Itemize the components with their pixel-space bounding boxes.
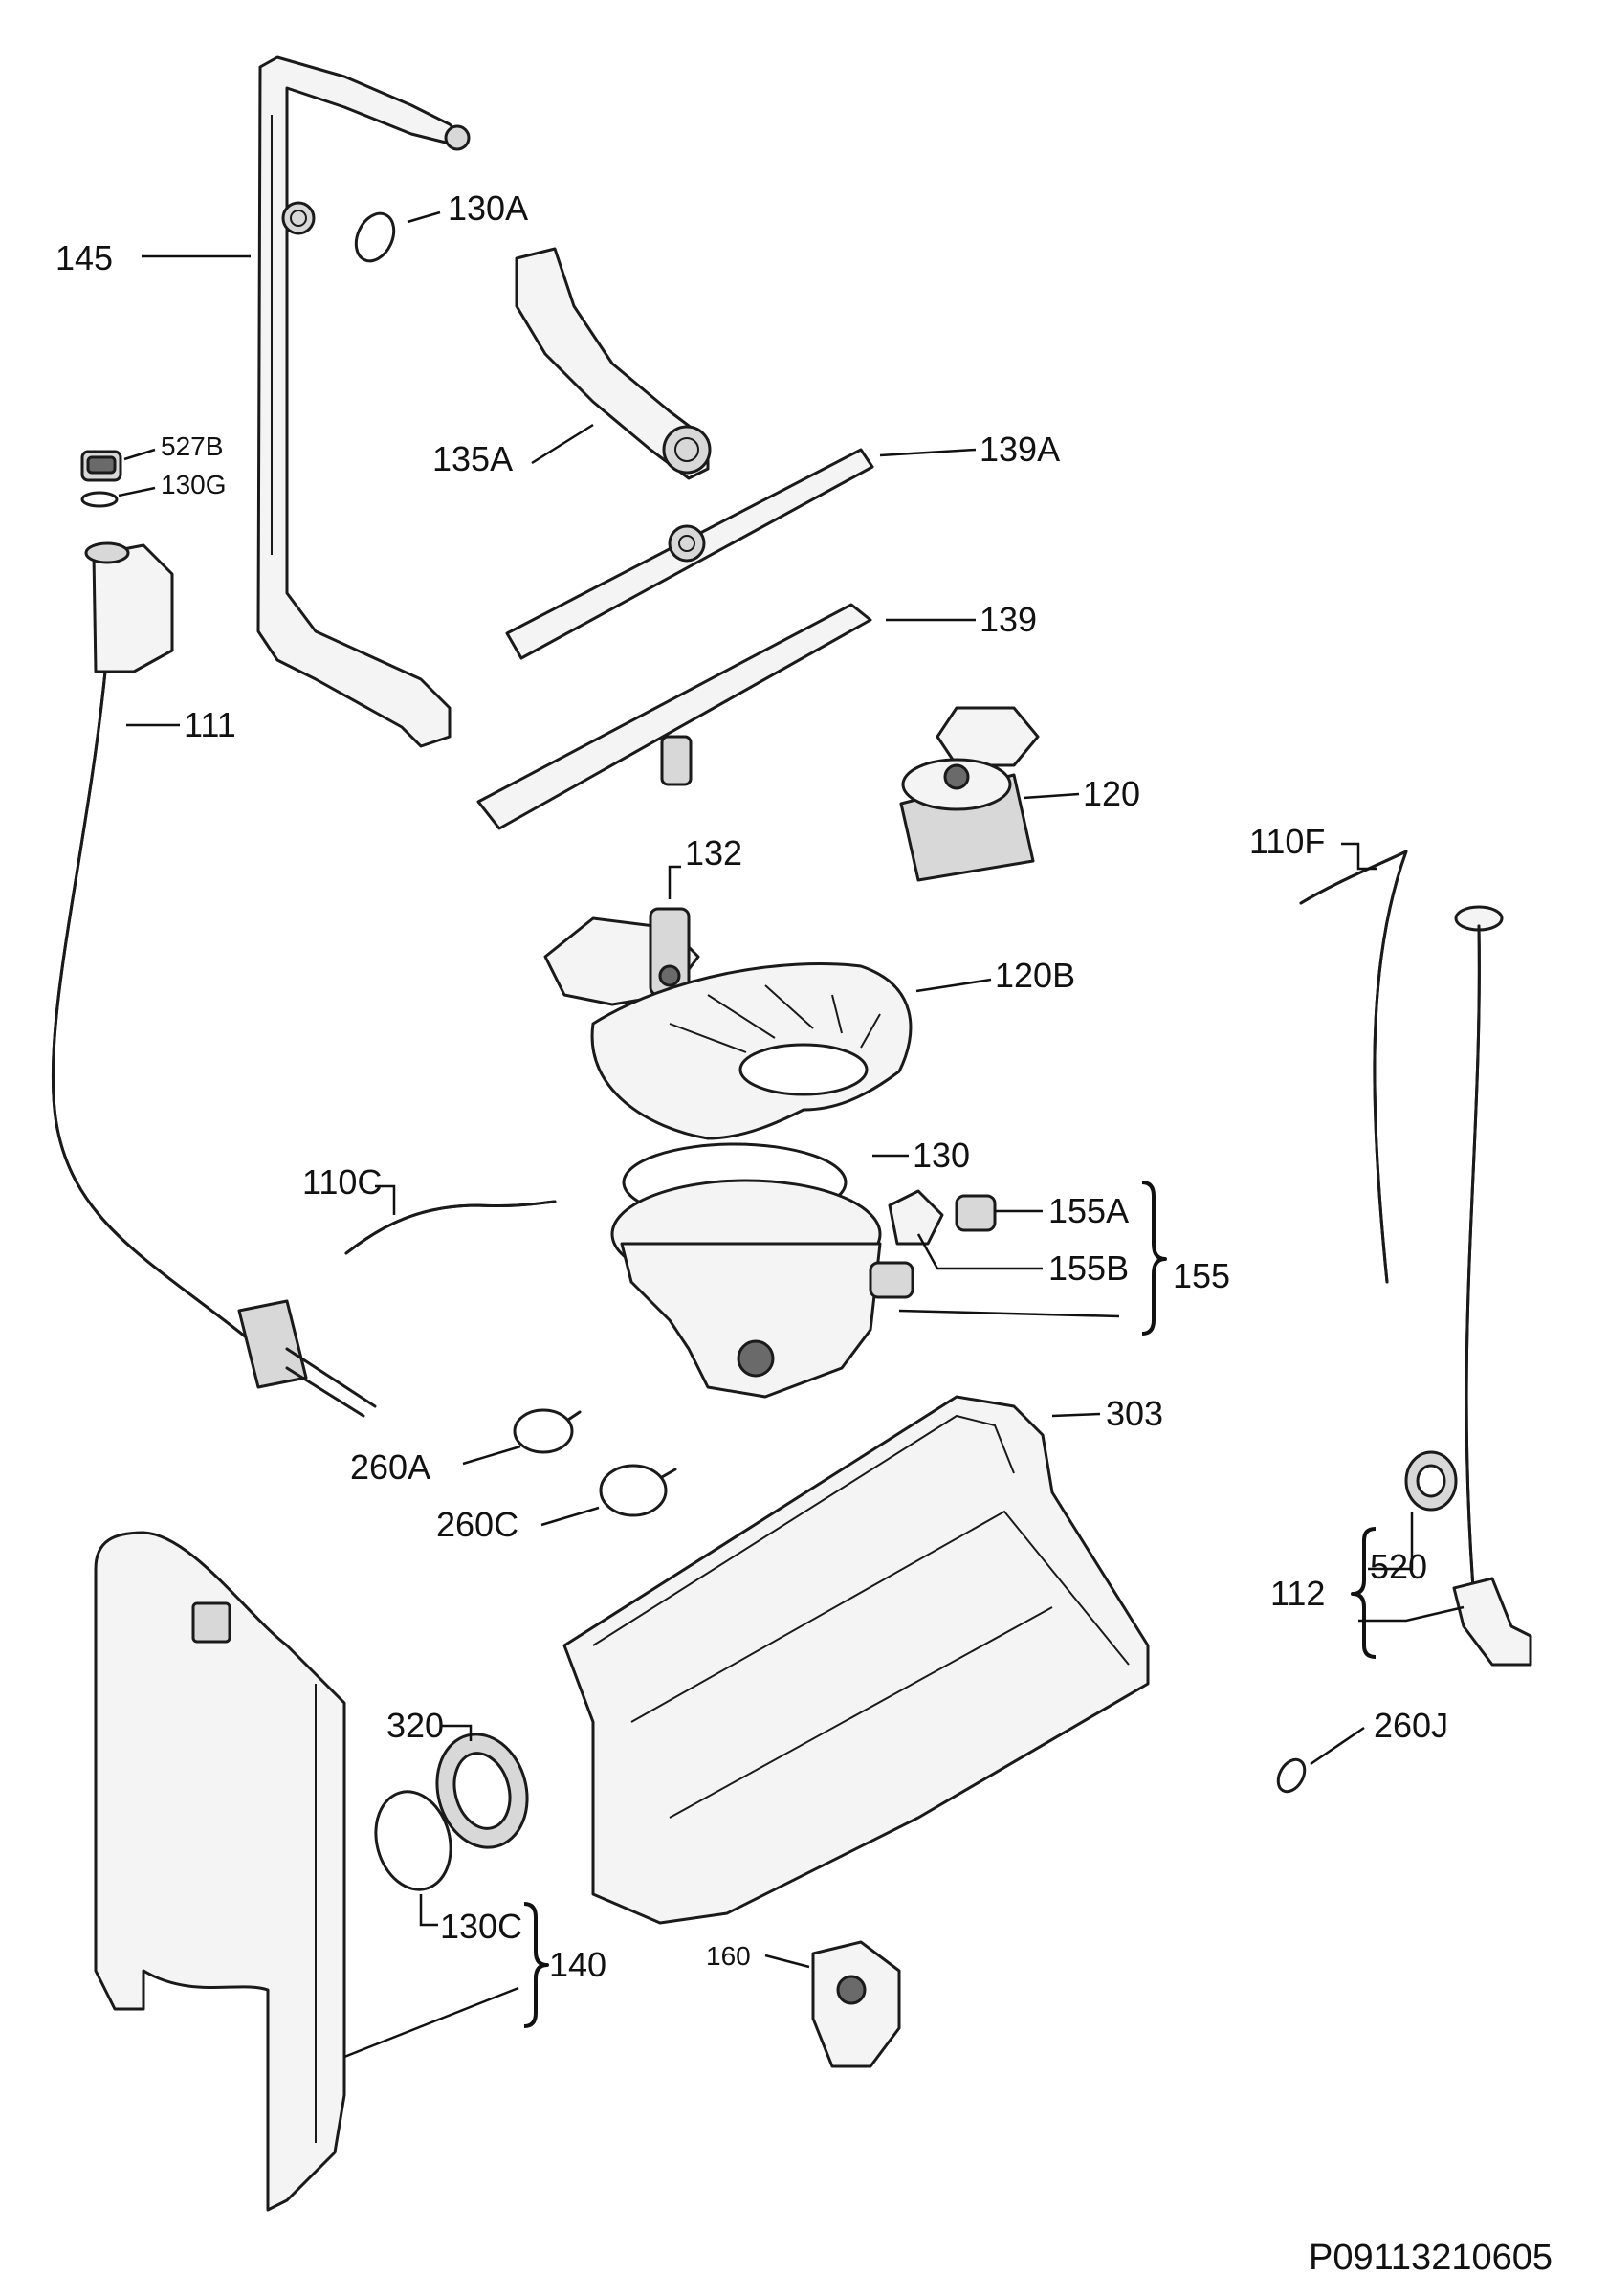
label-160: 160 xyxy=(706,1941,751,1971)
part-110C-hose[interactable] xyxy=(344,1200,557,1255)
brace-155 xyxy=(1141,1181,1167,1336)
label-320: 320 xyxy=(386,1706,444,1745)
label-155: 155 xyxy=(1173,1256,1230,1295)
part-139A-upper-spray-arm[interactable] xyxy=(505,448,874,660)
label-112: 112 xyxy=(1270,1574,1325,1613)
label-120B: 120B xyxy=(995,956,1075,995)
label-139: 139 xyxy=(980,600,1037,639)
part-145-spray-pipe[interactable] xyxy=(256,55,471,748)
label-130A: 130A xyxy=(448,188,528,228)
label-132: 132 xyxy=(685,833,742,872)
part-120B-filter-plate[interactable] xyxy=(590,962,913,1140)
part-527B-nut[interactable] xyxy=(80,450,122,482)
label-130C: 130C xyxy=(440,1907,522,1946)
label-139A: 139A xyxy=(980,430,1060,469)
part-155A-connector[interactable] xyxy=(955,1194,997,1232)
label-527B: 527B xyxy=(161,431,223,461)
label-130: 130 xyxy=(913,1136,970,1175)
label-303: 303 xyxy=(1106,1394,1163,1433)
sump-assembly[interactable] xyxy=(610,1179,914,1399)
part-112-drain-hose[interactable] xyxy=(1452,905,1532,1667)
part-303-base-frame[interactable] xyxy=(562,1395,1150,1925)
label-110C: 110C xyxy=(302,1162,382,1202)
label-135A: 135A xyxy=(432,439,513,478)
label-140: 140 xyxy=(549,1945,606,1984)
part-130A-o-ring[interactable] xyxy=(349,208,402,267)
label-145: 145 xyxy=(55,238,113,277)
label-520: 520 xyxy=(1370,1547,1427,1586)
label-120: 120 xyxy=(1083,774,1140,813)
part-155B-fitting[interactable] xyxy=(888,1189,944,1246)
part-140-side-panel[interactable] xyxy=(94,1531,346,2212)
part-520-clamp[interactable] xyxy=(1404,1450,1458,1512)
part-110F-hose[interactable] xyxy=(1299,850,1408,1284)
part-130G-washer[interactable] xyxy=(80,491,119,508)
part-130C-gasket[interactable] xyxy=(365,1783,461,1898)
drawing-code: P09113210605 xyxy=(1309,2238,1553,2278)
brace-140 xyxy=(523,1902,549,2028)
label-110F: 110F xyxy=(1249,822,1325,861)
label-260A: 260A xyxy=(350,1447,430,1487)
part-111-inlet-hose[interactable] xyxy=(51,541,377,1418)
part-120-filter[interactable] xyxy=(899,706,1040,882)
part-260J-clamp[interactable] xyxy=(1273,1755,1311,1796)
braces xyxy=(523,1181,1377,2028)
leader-lines xyxy=(118,210,1465,2059)
part-260A-clamp[interactable] xyxy=(513,1408,582,1454)
label-260J: 260J xyxy=(1374,1706,1448,1745)
label-111: 111 xyxy=(184,705,236,744)
label-130G: 130G xyxy=(161,470,227,499)
part-260C-clamp[interactable] xyxy=(599,1464,677,1517)
part-139-lower-spray-arm[interactable] xyxy=(476,603,872,830)
part-320-seal[interactable] xyxy=(425,1724,540,1858)
label-260C: 260C xyxy=(436,1505,518,1544)
label-155B: 155B xyxy=(1048,1248,1129,1288)
part-labels: 145 130A 527B 130G 135A 139A 139 111 120… xyxy=(55,188,1553,2278)
label-155A: 155A xyxy=(1048,1191,1129,1230)
part-160-pump[interactable] xyxy=(811,1940,901,2068)
brace-112 xyxy=(1351,1527,1377,1659)
part-135A-arm-bracket[interactable] xyxy=(515,247,712,480)
